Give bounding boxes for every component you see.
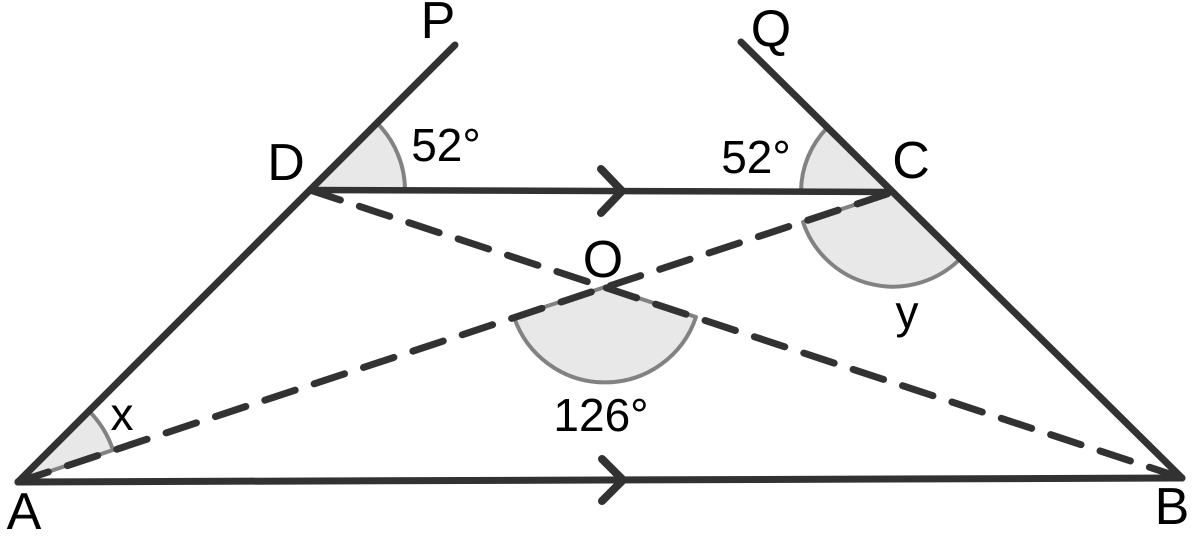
label-Q: Q xyxy=(751,0,791,58)
line-AB xyxy=(14,474,1186,486)
parallel-mark-AB xyxy=(598,455,627,505)
angle-sector-AOB xyxy=(512,285,698,385)
diagonal-DB xyxy=(306,186,1186,482)
diagonal-AC xyxy=(14,188,897,486)
edges xyxy=(14,38,1186,486)
angle-sector-ACB xyxy=(801,190,962,289)
angle-value-DAC: x xyxy=(111,388,134,440)
angle-value-ACB: y xyxy=(896,286,919,338)
parallel-mark-DC xyxy=(597,165,626,217)
ray-BQ xyxy=(737,38,1186,482)
angle-value-AOB: 126° xyxy=(553,389,648,441)
label-B: B xyxy=(1155,478,1190,536)
label-O: O xyxy=(583,231,623,289)
label-A: A xyxy=(7,483,42,541)
angle-value-QCD: 52° xyxy=(721,131,791,183)
parallel-marks xyxy=(597,165,627,505)
line-DC xyxy=(306,186,897,196)
label-C: C xyxy=(892,132,930,190)
angle-value-PDC: 52° xyxy=(411,119,481,171)
label-P: P xyxy=(421,0,456,50)
ray-AP xyxy=(14,41,459,486)
labels: P Q D C O A B 52° 52° 126° x y xyxy=(7,0,1190,541)
label-D: D xyxy=(267,134,305,192)
